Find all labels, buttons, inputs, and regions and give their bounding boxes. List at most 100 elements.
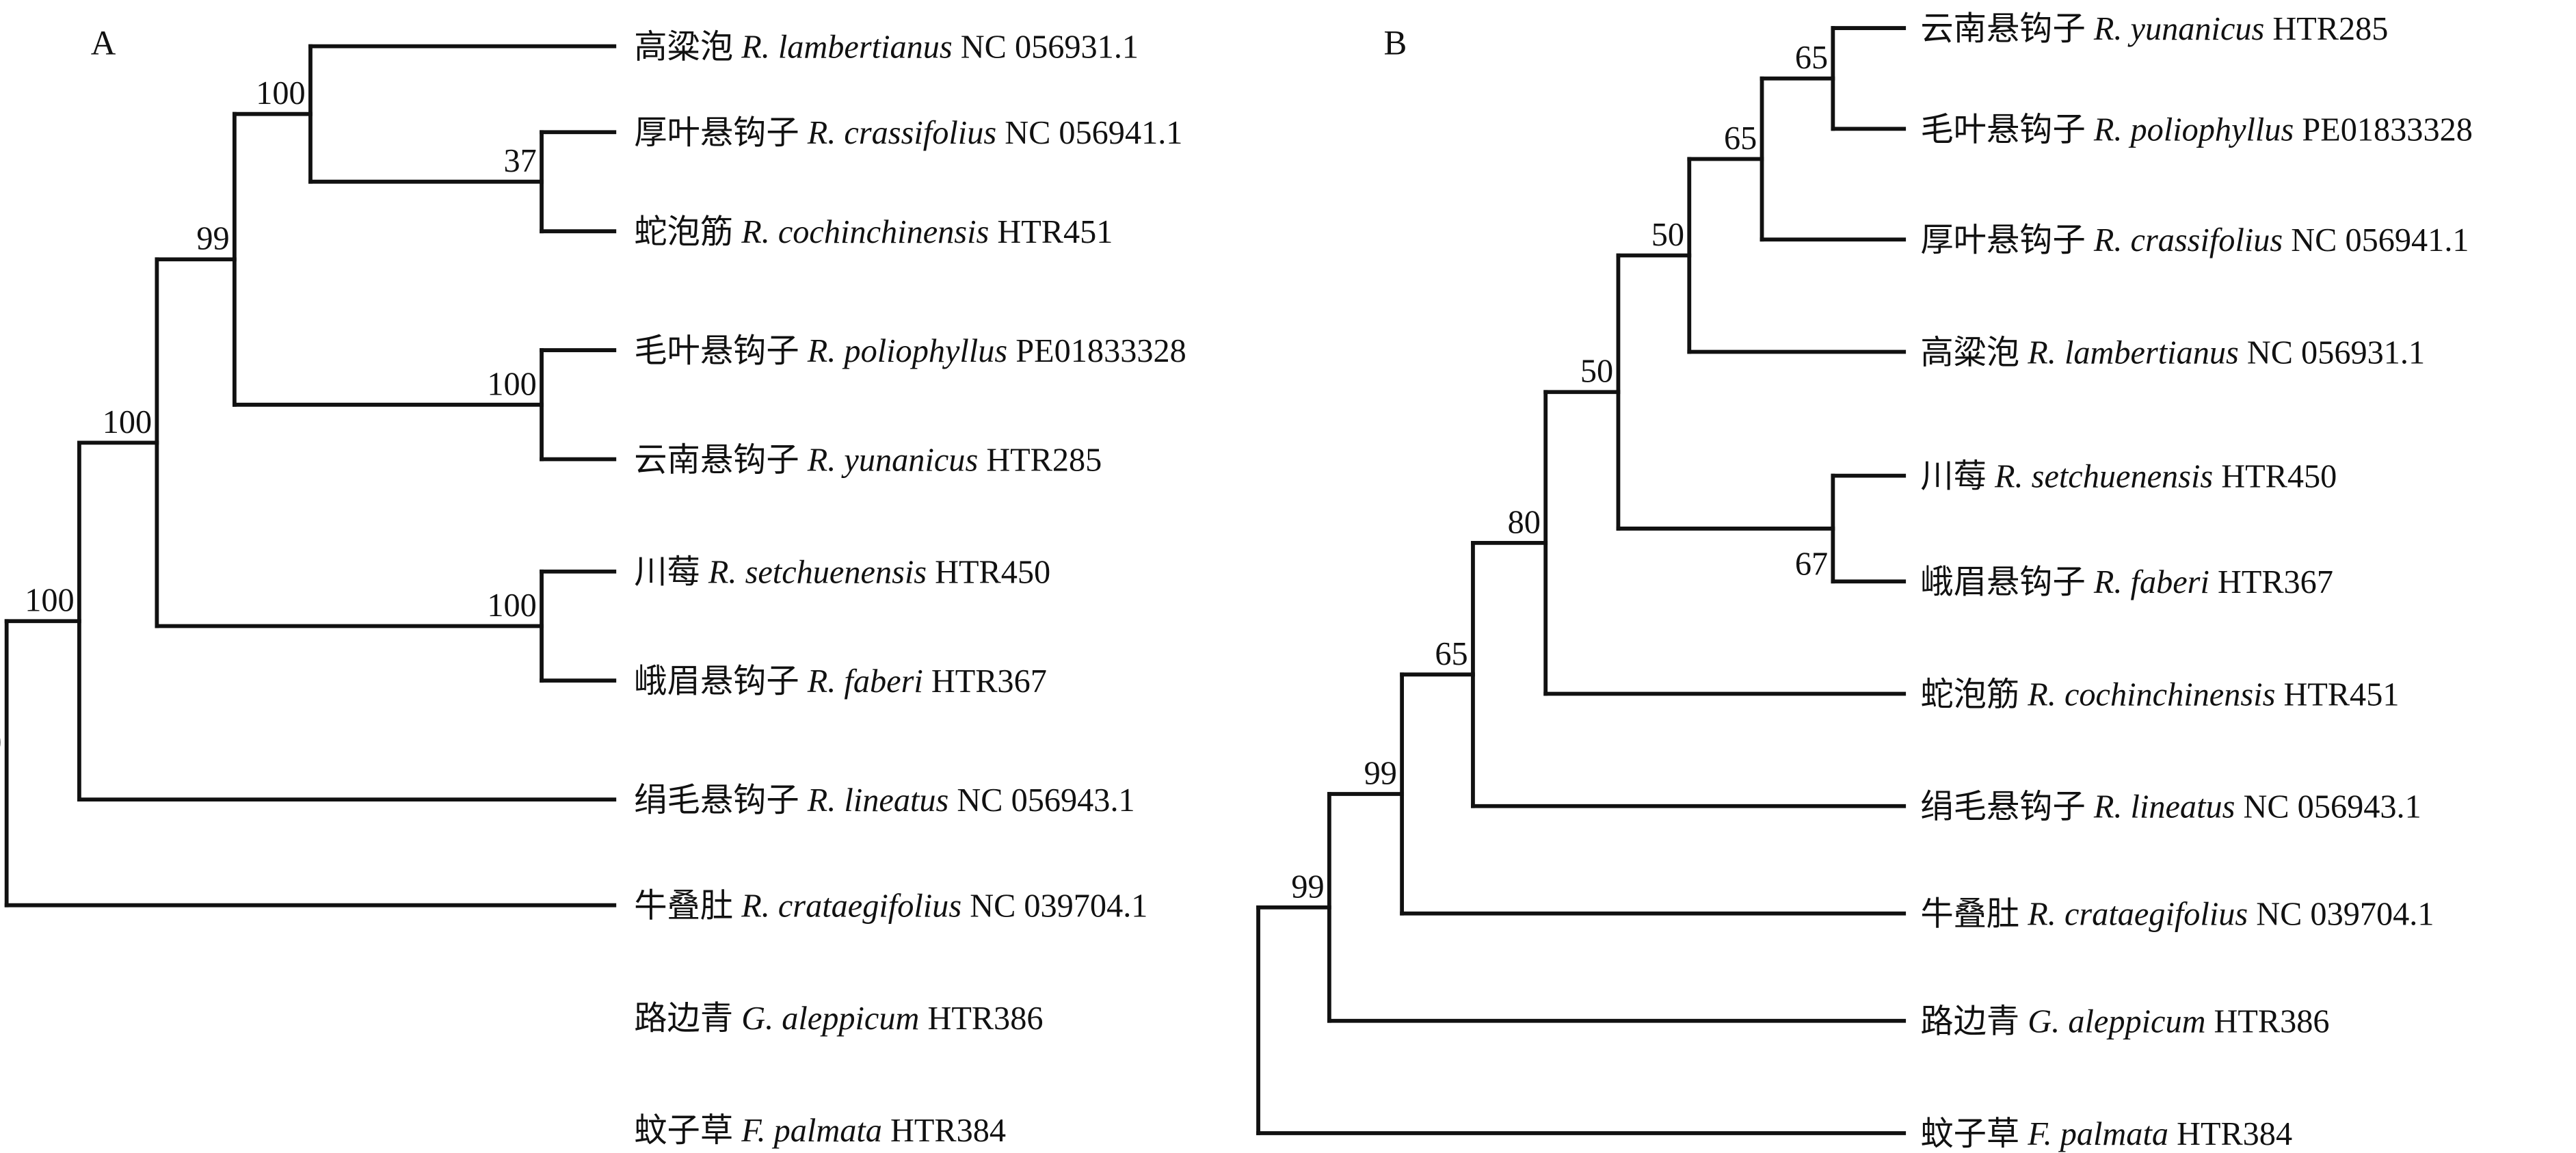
bootstrap-support-value: 65 bbox=[1435, 636, 1468, 672]
taxon-label: 川莓 R. setchuenensis HTR450 bbox=[1920, 459, 2337, 495]
taxon-chinese-name: 云南悬钩子 bbox=[1920, 11, 2085, 47]
taxon-chinese-name: 厚叶悬钩子 bbox=[1920, 222, 2085, 259]
label-space bbox=[2264, 11, 2272, 47]
bootstrap-support-value: 80 bbox=[1508, 504, 1541, 540]
bootstrap-support-value: 65 bbox=[1724, 120, 1757, 157]
label-space bbox=[2086, 564, 2094, 600]
taxon-label: 路边青 G. aleppicum HTR386 bbox=[1920, 1004, 2329, 1040]
label-space bbox=[1987, 459, 1995, 495]
label-space bbox=[2019, 897, 2028, 933]
label-space bbox=[799, 115, 808, 151]
bootstrap-support-value: 50 bbox=[1651, 217, 1684, 253]
taxon-chinese-name: 云南悬钩子 bbox=[634, 442, 799, 478]
taxon-accession: NC 039704.1 bbox=[970, 888, 1147, 925]
panel-a-leaf-labels: 高粱泡 R. lambertianus NC 056931.1 厚叶悬钩子 R. … bbox=[634, 29, 1186, 1150]
bootstrap-support-value: 100 bbox=[25, 583, 74, 619]
label-space bbox=[2168, 1116, 2177, 1152]
label-space bbox=[2283, 222, 2291, 259]
label-space bbox=[733, 1113, 741, 1149]
label-space bbox=[2239, 334, 2247, 371]
label-space bbox=[2275, 676, 2283, 713]
label-space bbox=[2019, 676, 2028, 713]
taxon-label: 厚叶悬钩子 R. crassifolius NC 056941.1 bbox=[634, 115, 1182, 151]
taxon-chinese-name: 峨眉悬钩子 bbox=[1920, 564, 2085, 600]
label-space bbox=[961, 888, 970, 925]
bootstrap-support-value: 37 bbox=[504, 143, 537, 179]
label-space bbox=[978, 442, 986, 478]
taxon-accession: HTR367 bbox=[2218, 564, 2333, 600]
bootstrap-support-value: 100 bbox=[487, 587, 536, 624]
label-space bbox=[923, 663, 931, 700]
taxon-species-name: G. aleppicum bbox=[2028, 1004, 2205, 1040]
taxon-species-name: R. cochinchinensis bbox=[741, 214, 989, 250]
taxon-chinese-name: 峨眉悬钩子 bbox=[634, 663, 799, 700]
taxon-label: 峨眉悬钩子 R. faberi HTR367 bbox=[634, 663, 1047, 700]
taxon-chinese-name: 川莓 bbox=[1920, 459, 1987, 495]
taxon-chinese-name: 路边青 bbox=[1920, 1004, 2019, 1040]
bootstrap-support-value: 100 bbox=[256, 75, 305, 111]
label-space bbox=[2294, 111, 2302, 148]
taxon-label: 厚叶悬钩子 R. crassifolius NC 056941.1 bbox=[1920, 222, 2469, 259]
taxon-accession: PE01833328 bbox=[2302, 111, 2473, 148]
label-space bbox=[799, 782, 808, 819]
label-space bbox=[799, 663, 808, 700]
taxon-label: 云南悬钩子 R. yunanicus HTR285 bbox=[1920, 11, 2388, 47]
taxon-label: 峨眉悬钩子 R. faberi HTR367 bbox=[1920, 564, 2333, 600]
bootstrap-support-value: 100 bbox=[103, 404, 152, 440]
taxon-accession: NC 056931.1 bbox=[961, 29, 1139, 66]
bootstrap-support-value: 50 bbox=[1580, 354, 1613, 390]
taxon-accession: HTR384 bbox=[2177, 1116, 2292, 1152]
taxon-species-name: F. palmata bbox=[2027, 1116, 2168, 1152]
taxon-accession: HTR384 bbox=[890, 1113, 1006, 1149]
taxon-species-name: R. lambertianus bbox=[741, 29, 953, 66]
taxon-accession: HTR451 bbox=[997, 214, 1113, 250]
taxon-species-name: R. crassifolius bbox=[2093, 222, 2283, 259]
label-space bbox=[2019, 1116, 2028, 1152]
label-space bbox=[996, 115, 1005, 151]
taxon-chinese-name: 牛叠肚 bbox=[634, 888, 733, 925]
label-space bbox=[799, 333, 808, 369]
taxon-accession: NC 056941.1 bbox=[1005, 115, 1182, 151]
label-space bbox=[2248, 897, 2256, 933]
taxon-label: 毛叶悬钩子 R. poliophyllus PE01833328 bbox=[1920, 111, 2473, 148]
panel-letter-b: B bbox=[1384, 24, 1407, 62]
taxon-label: 高粱泡 R. lambertianus NC 056931.1 bbox=[634, 29, 1139, 66]
taxon-chinese-name: 厚叶悬钩子 bbox=[634, 115, 799, 151]
taxon-chinese-name: 牛叠肚 bbox=[1920, 897, 2019, 933]
label-space bbox=[733, 214, 741, 250]
taxon-accession: HTR285 bbox=[986, 442, 1102, 478]
label-space bbox=[733, 1000, 741, 1037]
label-space bbox=[1007, 333, 1015, 369]
label-space bbox=[2086, 789, 2094, 825]
label-space bbox=[2213, 459, 2221, 495]
taxon-accession: NC 056941.1 bbox=[2291, 222, 2469, 259]
bootstrap-support-value: 99 bbox=[1364, 756, 1397, 792]
taxon-chinese-name: 高粱泡 bbox=[634, 29, 733, 66]
taxon-chinese-name: 蚊子草 bbox=[1920, 1116, 2019, 1152]
label-space bbox=[799, 442, 808, 478]
taxon-chinese-name: 毛叶悬钩子 bbox=[634, 333, 799, 369]
label-space bbox=[2235, 789, 2243, 825]
bootstrap-support-value: 100 bbox=[487, 366, 536, 402]
label-space bbox=[927, 555, 935, 591]
taxon-chinese-name: 毛叶悬钩子 bbox=[1920, 111, 2085, 148]
label-space bbox=[700, 555, 708, 591]
taxon-label: 绢毛悬钩子 R. lineatus NC 056943.1 bbox=[634, 782, 1134, 819]
taxon-species-name: G. aleppicum bbox=[741, 1000, 919, 1037]
taxon-chinese-name: 高粱泡 bbox=[1920, 334, 2019, 371]
taxon-chinese-name: 绢毛悬钩子 bbox=[634, 782, 799, 819]
taxon-accession: NC 056943.1 bbox=[957, 782, 1134, 819]
label-space bbox=[2019, 1004, 2028, 1040]
taxon-accession: HTR386 bbox=[2214, 1004, 2330, 1040]
taxon-chinese-name: 蛇泡筋 bbox=[1920, 676, 2019, 713]
taxon-species-name: F. palmata bbox=[741, 1113, 882, 1149]
taxon-species-name: R. faberi bbox=[807, 663, 923, 700]
taxon-species-name: R. setchuenensis bbox=[708, 555, 927, 591]
label-space bbox=[2209, 564, 2218, 600]
label-space bbox=[733, 888, 741, 925]
taxon-accession: HTR450 bbox=[935, 555, 1050, 591]
panel-a-tree: A 3710010099100100100100 高粱泡 R. lamberti… bbox=[0, 24, 1186, 1149]
taxon-species-name: R. crataegifolius bbox=[2027, 897, 2248, 933]
label-space bbox=[2086, 222, 2094, 259]
